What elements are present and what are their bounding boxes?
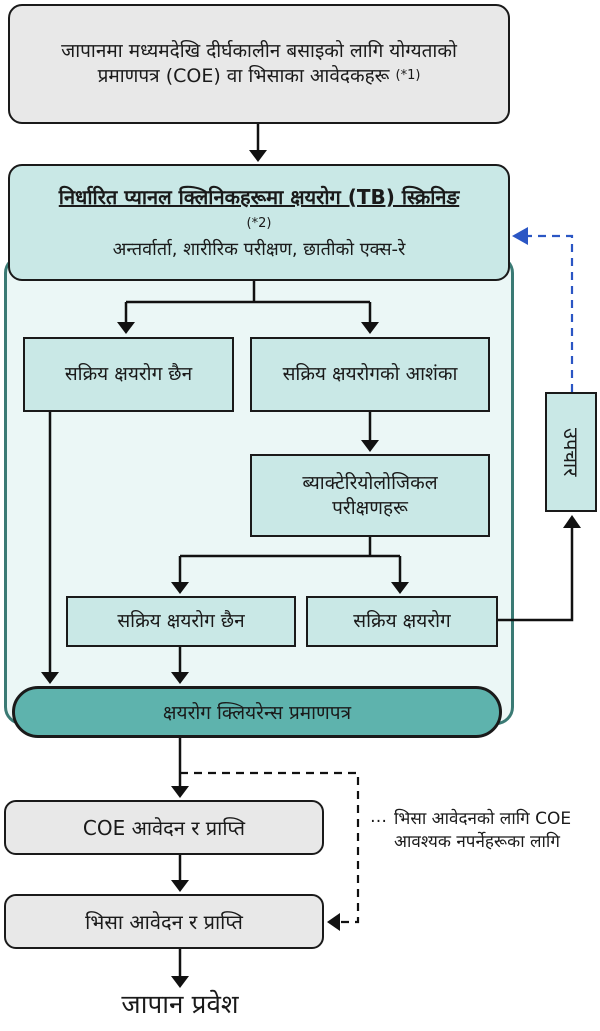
arrowhead <box>117 322 135 334</box>
arrowhead <box>171 976 189 988</box>
coe-not-required-note: … भिसा आवेदनको लागि COE आवश्यक नपर्नेहरू… <box>370 807 597 854</box>
no-active-tb-box-2: सक्रिय क्षयरोग छैन <box>66 596 296 647</box>
suspected-tb-text: सक्रिय क्षयरोगको आशंका <box>282 363 458 386</box>
screening-title: निर्धारित प्यानल क्लिनिकहरूमा क्षयरोग (T… <box>58 184 460 209</box>
active-tb-box: सक्रिय क्षयरोग <box>306 596 498 647</box>
active-tb-text: सक्रिय क्षयरोग <box>353 610 451 633</box>
arrowhead <box>171 672 189 684</box>
suspected-tb-box: सक्रिय क्षयरोगको आशंका <box>250 337 490 412</box>
bacteriological-tests-box: ब्याक्टेरियोलोजिकल परीक्षणहरू <box>250 454 490 537</box>
applicant-box: जापानमा मध्यमदेखि दीर्घकालीन बसाइको लागि… <box>8 4 510 124</box>
coe-not-required-text: भिसा आवेदनको लागि COE आवश्यक नपर्नेहरूका… <box>394 809 572 852</box>
dashed-treatment-to-screening <box>528 234 574 392</box>
arrowhead <box>563 515 581 528</box>
screening-note: (*2) <box>246 215 272 231</box>
arrowhead <box>171 880 189 892</box>
arrow-active-tb-to-treatment <box>498 528 574 622</box>
arrowhead <box>512 227 528 245</box>
arrowhead <box>361 322 379 334</box>
visa-application-box: भिसा आवेदन र प्राप्ति <box>4 894 324 949</box>
screening-box: निर्धारित प्यानल क्लिनिकहरूमा क्षयरोग (T… <box>8 164 510 281</box>
no-active-tb-text-1: सक्रिय क्षयरोग छैन <box>64 363 193 386</box>
japan-entry-label: जापान प्रवेश <box>121 990 239 1020</box>
ellipsis-marker: … <box>370 807 387 827</box>
tb-clearance-certificate-text: क्षयरोग क्लियरेन्स प्रमाणपत्र <box>162 702 352 724</box>
applicant-text: जापानमा मध्यमदेखि दीर्घकालीन बसाइको लागि… <box>61 40 457 87</box>
treatment-box: उपचार <box>545 392 597 512</box>
arrowhead <box>327 913 340 931</box>
arrowhead <box>41 672 59 684</box>
arrowhead <box>249 150 267 162</box>
screening-subtitle: अन्तर्वार्ता, शारीरिक परीक्षण, छातीको एक… <box>112 238 406 260</box>
arrowhead <box>171 786 189 798</box>
coe-application-box: COE आवेदन र प्राप्ति <box>4 800 324 855</box>
arrowhead <box>171 582 189 594</box>
no-active-tb-box-1: सक्रिय क्षयरोग छैन <box>23 337 234 412</box>
visa-application-text: भिसा आवेदन र प्राप्ति <box>85 909 243 934</box>
arrowhead <box>361 440 379 452</box>
coe-application-text: COE आवेदन र प्राप्ति <box>82 815 246 840</box>
treatment-text: उपचार <box>559 427 583 477</box>
bacteriological-tests-text: ब्याक्टेरियोलोजिकल परीक्षणहरू <box>302 471 438 519</box>
dashed-bypass-coe <box>180 771 360 924</box>
applicant-note: (*1) <box>395 68 421 84</box>
tb-clearance-certificate-box: क्षयरोग क्लियरेन्स प्रमाणपत्र <box>12 686 502 738</box>
no-active-tb-text-2: सक्रिय क्षयरोग छैन <box>117 610 245 633</box>
arrowhead <box>391 582 409 594</box>
